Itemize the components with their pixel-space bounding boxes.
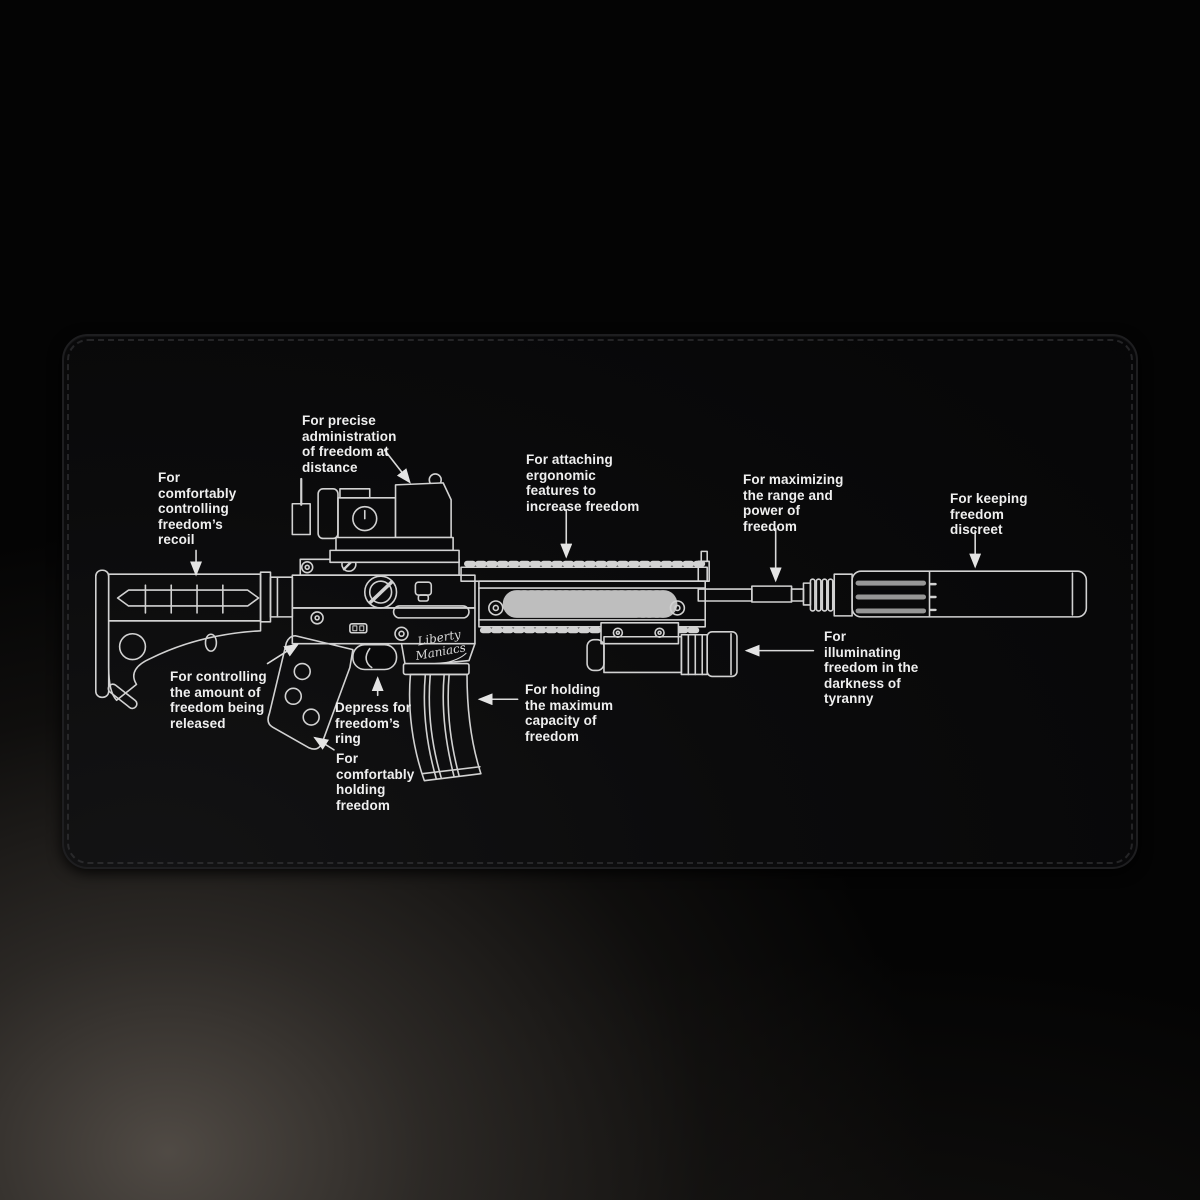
handguard-rail	[460, 550, 710, 634]
flashlight	[586, 622, 738, 678]
arrow-grip	[313, 736, 335, 751]
upper-receiver	[291, 556, 476, 619]
label-rail: For attaching ergonomic features to incr…	[526, 452, 640, 514]
label-barrel: For maximizing the range and power of fr…	[743, 472, 844, 534]
label-light: For illuminating freedom in the darkness…	[824, 629, 919, 707]
trigger-guard	[352, 643, 398, 671]
label-grip: For comfortably holding freedom	[336, 751, 415, 813]
scope	[291, 473, 460, 564]
arrow-selector	[266, 643, 300, 665]
arrow-scope	[383, 449, 411, 484]
label-scope: For precise administration of freedom at…	[302, 413, 397, 475]
buffer-tube	[259, 571, 294, 623]
label-magazine: For holding the maximum capacity of free…	[525, 682, 614, 744]
label-stock: For comfortably controlling freedom’s re…	[158, 470, 237, 548]
label-suppressor: For keeping freedom discreet	[950, 491, 1028, 538]
barrel	[697, 578, 834, 612]
annotation-arrows	[190, 449, 982, 751]
label-selector: For controlling the amount of freedom be…	[170, 669, 267, 731]
desk-mat: Liberty Maniacs	[62, 334, 1138, 869]
suppressor	[833, 570, 1088, 618]
magazine	[402, 662, 482, 782]
rifle-stock	[95, 569, 262, 710]
rifle-diagram: Liberty Maniacs	[95, 449, 1088, 782]
label-trigger: Depress for freedom’s ring	[335, 700, 412, 747]
